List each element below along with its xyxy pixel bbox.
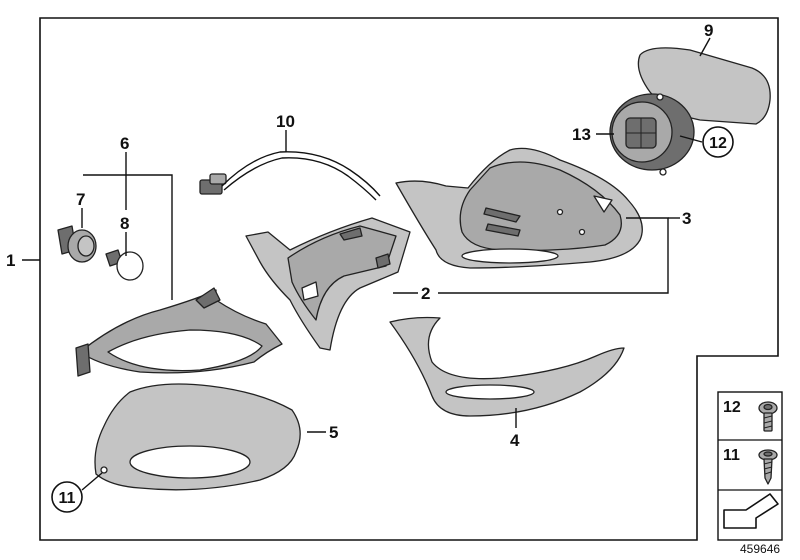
bulb-part[interactable] (105, 249, 144, 281)
diagram-frame (39, 17, 779, 541)
screw-11-icon[interactable] (758, 449, 778, 485)
leader-lines (22, 37, 711, 491)
direction-arrow-icon (723, 493, 779, 529)
mirror-actuator-part[interactable] (609, 93, 695, 176)
callout-6: 6 (120, 134, 129, 153)
callout-4: 4 (510, 431, 520, 450)
screw-12-icon[interactable] (758, 401, 778, 432)
reference-number: 459646 (740, 542, 780, 556)
callout-3: 3 (682, 209, 691, 228)
mirror-cover-part[interactable] (94, 383, 301, 491)
mirror-housing-part[interactable] (395, 147, 643, 269)
turn-signal-lamp-part[interactable] (75, 287, 283, 377)
legend-screw-12-label: 12 (723, 399, 741, 416)
callout-13: 13 (572, 125, 591, 144)
bulb-socket-part[interactable] (57, 225, 97, 263)
lower-trim-part[interactable] (389, 316, 625, 417)
callout-11: 11 (59, 490, 76, 507)
callout-5: 5 (329, 423, 338, 442)
callout-8: 8 (120, 214, 129, 233)
callout-1: 1 (6, 251, 15, 270)
callout-12: 12 (709, 135, 727, 152)
callout-2: 2 (421, 284, 430, 303)
screw-legend: 12 11 (717, 391, 783, 541)
callout-10: 10 (276, 112, 295, 131)
wiring-harness-part[interactable] (199, 151, 381, 201)
callout-9: 9 (704, 21, 713, 40)
legend-screw-11-label: 11 (723, 447, 740, 464)
callout-11-circle (51, 481, 83, 513)
callout-7: 7 (76, 190, 85, 209)
callout-12-circle (702, 126, 734, 158)
mounting-bracket-part[interactable] (245, 217, 411, 351)
